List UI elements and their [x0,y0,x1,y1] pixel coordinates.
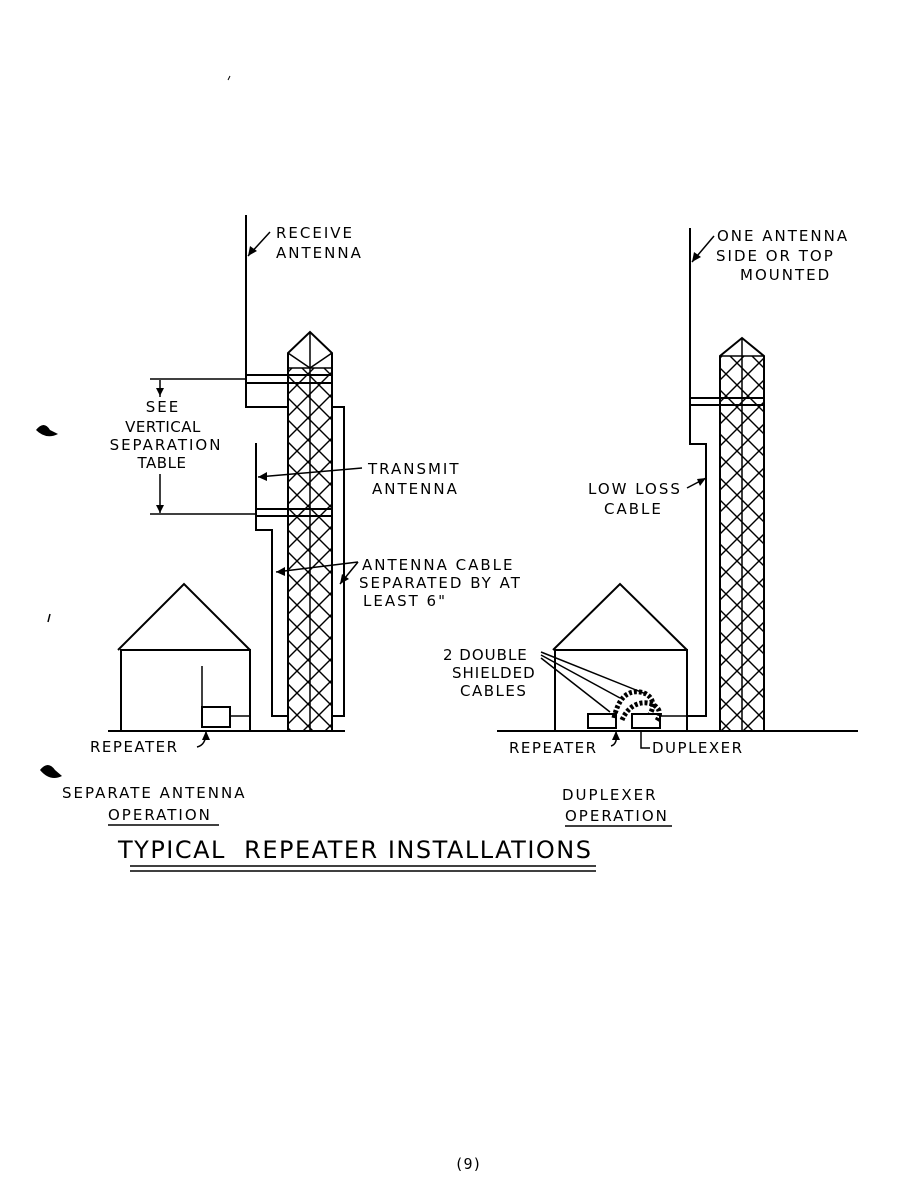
shielded-label-2: SHIELDED [452,664,536,682]
receive-antenna [245,215,332,408]
repeater-box [587,713,617,729]
antenna-note-label-3: MOUNTED [740,266,831,284]
shielded-label-1: 2 DOUBLE [443,646,528,664]
tower [287,330,333,731]
left-caption-2: OPERATION [108,806,212,824]
shielded-label-3: CABLES [460,682,527,700]
page-title: TYPICAL REPEATER INSTALLATIONS [117,836,592,864]
antenna-note-label-1: ONE ANTENNA [717,227,849,245]
transmit-antenna-label-1: TRANSMIT [367,460,461,478]
duplexer-label: DUPLEXER [652,739,744,757]
duplexer-leader [640,731,650,749]
receive-cable [332,406,345,717]
low-loss-label-2: CABLE [604,500,663,518]
separation-label-3: SEPARATION [110,436,223,454]
separate-antenna-diagram: RECEIVE ANTENNA SEE VERTICAL SEPARATION … [62,215,522,826]
separation-label-4: TABLE [137,454,187,472]
building [117,582,251,732]
transmit-antenna [255,443,332,717]
shielded-leader-1 [540,654,621,699]
antenna-note-label-2: SIDE OR TOP [716,247,835,265]
cable-leader-1 [275,561,359,573]
repeater-label: REPEATER [90,738,179,756]
separation-label-1: SEE [146,398,180,416]
low-loss-label-1: LOW LOSS [588,480,682,498]
left-caption-1: SEPARATE ANTENNA [62,784,247,802]
tower [719,336,765,731]
right-caption-1: DUPLEXER [562,786,658,804]
transmit-antenna-label-2: ANTENNA [372,480,459,498]
receive-antenna-label-1: RECEIVE [276,224,354,242]
page-number: (9) [454,1155,481,1173]
repeater-box [201,706,231,728]
duplexer-diagram: ONE ANTENNA SIDE OR TOP MOUNTED LOW LOSS… [443,227,858,827]
scan-artifacts [36,75,231,778]
building [552,582,688,732]
separation-label-2: VERTICAL [125,418,201,436]
cable-note-label-1: ANTENNA CABLE [362,556,514,574]
receive-antenna-label-2: ANTENNA [276,244,363,262]
shielded-leader-3 [540,651,647,695]
side-mounted-antenna [688,228,764,717]
transmit-leader [257,467,363,478]
repeater-label: REPEATER [509,739,598,757]
shielded-leader-2 [540,657,611,713]
right-caption-2: OPERATION [565,807,669,825]
cable-note-label-3: LEAST 6" [363,592,447,610]
duplexer-box [631,713,661,729]
cable-note-label-2: SEPARATED BY AT [359,574,522,592]
separation-dimension [150,378,256,515]
shielded-cable-2 [619,700,662,724]
